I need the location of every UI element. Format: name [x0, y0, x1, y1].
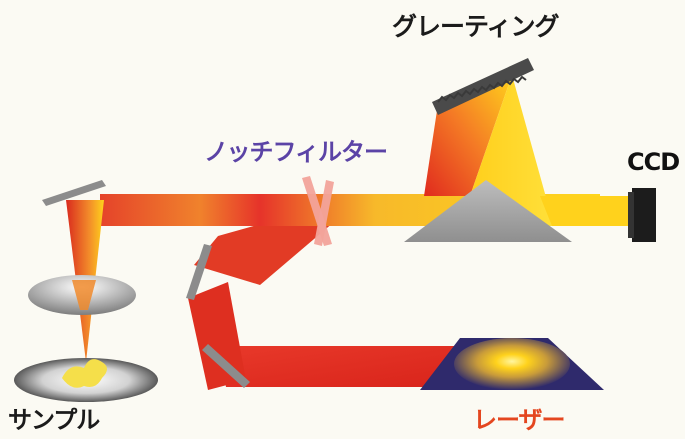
grating-label: グレーティング	[392, 12, 560, 41]
ccd-front	[628, 192, 634, 238]
grating-teeth	[437, 75, 527, 103]
ccd-label: CCD	[627, 148, 680, 176]
notch-filter-label: ノッチフィルター	[204, 138, 388, 166]
sample-specimen	[62, 359, 107, 388]
bottom-left-mirror	[202, 344, 250, 388]
ccd-beam	[540, 196, 632, 226]
ccd-detector	[632, 188, 656, 242]
laser-beam-bottom	[218, 346, 482, 387]
notch-filter	[302, 176, 334, 246]
laser-beam-left-lower	[188, 282, 246, 390]
laser-label: レーザー	[473, 406, 566, 434]
laser-glow	[454, 338, 570, 390]
sample-label: サンプル	[8, 406, 100, 434]
lens-beam-overlay	[72, 280, 96, 310]
prism-spectrograph	[404, 180, 572, 242]
top-left-mirror	[42, 180, 106, 206]
left-mirror	[186, 244, 212, 300]
